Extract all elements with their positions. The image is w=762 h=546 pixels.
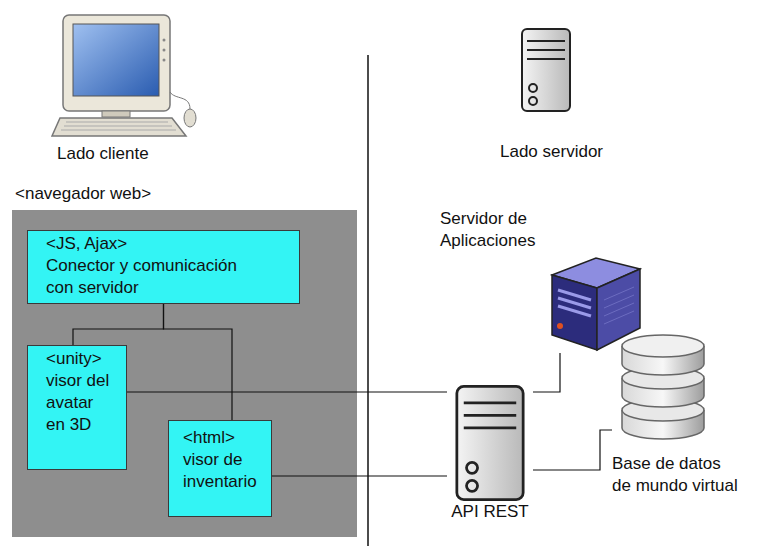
tech-tag: <JS, Ajax>	[46, 233, 293, 255]
connector-line	[533, 430, 612, 470]
node-text: visor de inventario	[183, 449, 267, 493]
connector-line	[272, 475, 447, 476]
node-text: Base de datos de mundo virtual	[612, 453, 742, 497]
process-box: <JS, Ajax>Conector y comunicación con se…	[27, 230, 300, 304]
tech-tag: <unity>	[46, 348, 122, 370]
server-icon	[522, 29, 570, 111]
node-text: Conector y comunicación con servidor	[46, 255, 246, 299]
app-server-node: Servidor de Aplicaciones	[440, 208, 640, 353]
divider-line	[367, 55, 369, 546]
side-label: Lado cliente	[57, 143, 149, 165]
process-box: <unity>visor del avatar en 3D	[27, 345, 127, 470]
node-text: API REST	[447, 501, 533, 523]
database-node: Base de datos de mundo virtual	[612, 325, 760, 500]
api-server-icon	[457, 386, 523, 499]
tech-tag: <html>	[183, 427, 267, 449]
side-label: Lado servidor	[500, 141, 603, 163]
computer-icon	[52, 15, 196, 136]
api-server-node: API REST	[447, 385, 533, 530]
node-text: Servidor de Aplicaciones	[440, 208, 552, 252]
browser-panel: <navegador web> <JS, Ajax>Conector y comu…	[12, 180, 357, 537]
connector-line	[73, 304, 164, 345]
connector-line	[533, 353, 560, 392]
browser-panel-fill	[12, 210, 357, 537]
node-text: visor del avatar en 3D	[46, 370, 116, 436]
connector-line	[164, 304, 233, 420]
application-server-icon	[552, 258, 640, 350]
process-box: <html>visor de inventario	[168, 420, 272, 517]
database-icon	[622, 335, 704, 439]
node-text: <navegador web>	[15, 183, 354, 205]
connector-line	[127, 391, 447, 392]
